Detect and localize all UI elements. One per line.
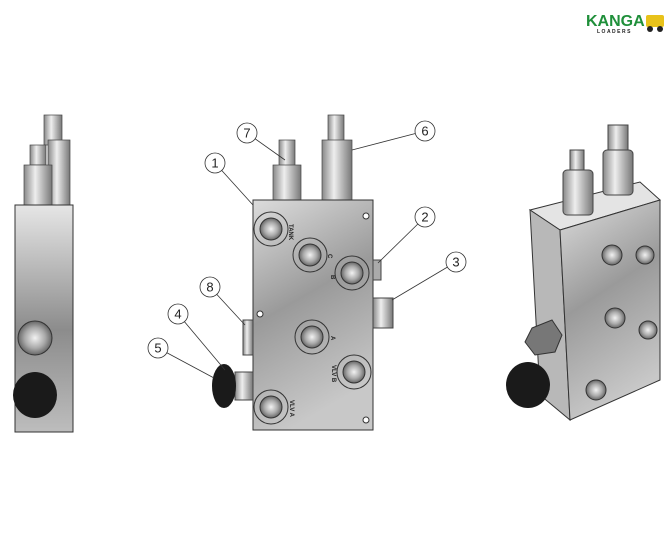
svg-text:3: 3 (452, 255, 459, 270)
svg-text:4: 4 (174, 307, 181, 322)
svg-text:7: 7 (243, 126, 250, 141)
callouts: 1 2 3 4 5 6 7 8 (147, 120, 467, 379)
callout-7: 7 (236, 122, 258, 144)
front-view: TANK C B A VLV B VLV A (212, 114, 394, 431)
port-vlv-a: VLV A (253, 389, 294, 425)
knob-icon (506, 362, 550, 408)
port-b: B (329, 255, 370, 291)
callout-3: 3 (445, 251, 467, 273)
logo-text: KANGA (586, 13, 645, 30)
svg-text:6: 6 (421, 124, 428, 139)
svg-text:B: B (329, 275, 335, 280)
port-a: A (294, 319, 335, 355)
svg-text:5: 5 (154, 341, 161, 356)
port-vlv-b: VLV B (330, 354, 372, 390)
knob-icon (212, 364, 236, 408)
svg-text:VLV A: VLV A (288, 400, 294, 418)
svg-text:C: C (326, 254, 332, 259)
svg-text:1: 1 (211, 156, 218, 171)
callout-1: 1 (204, 152, 226, 174)
callout-4: 4 (167, 303, 189, 325)
loader-icon (646, 15, 664, 32)
svg-text:A: A (329, 336, 335, 341)
port-c: C (292, 237, 332, 273)
callout-5: 5 (147, 337, 169, 359)
kanga-loaders-logo: KANGA LOADERS (586, 13, 664, 35)
svg-text:2: 2 (421, 210, 428, 225)
callout-6: 6 (414, 120, 436, 142)
knob-icon (13, 372, 57, 418)
callout-2: 2 (414, 206, 436, 228)
callout-8: 8 (199, 276, 221, 298)
isometric-view (506, 124, 661, 422)
svg-text:VLV B: VLV B (330, 365, 336, 383)
svg-text:TANK: TANK (287, 224, 293, 241)
side-view (13, 114, 74, 433)
port-tank: TANK (253, 211, 293, 247)
logo-subtitle: LOADERS (597, 29, 632, 35)
svg-text:8: 8 (206, 280, 213, 295)
